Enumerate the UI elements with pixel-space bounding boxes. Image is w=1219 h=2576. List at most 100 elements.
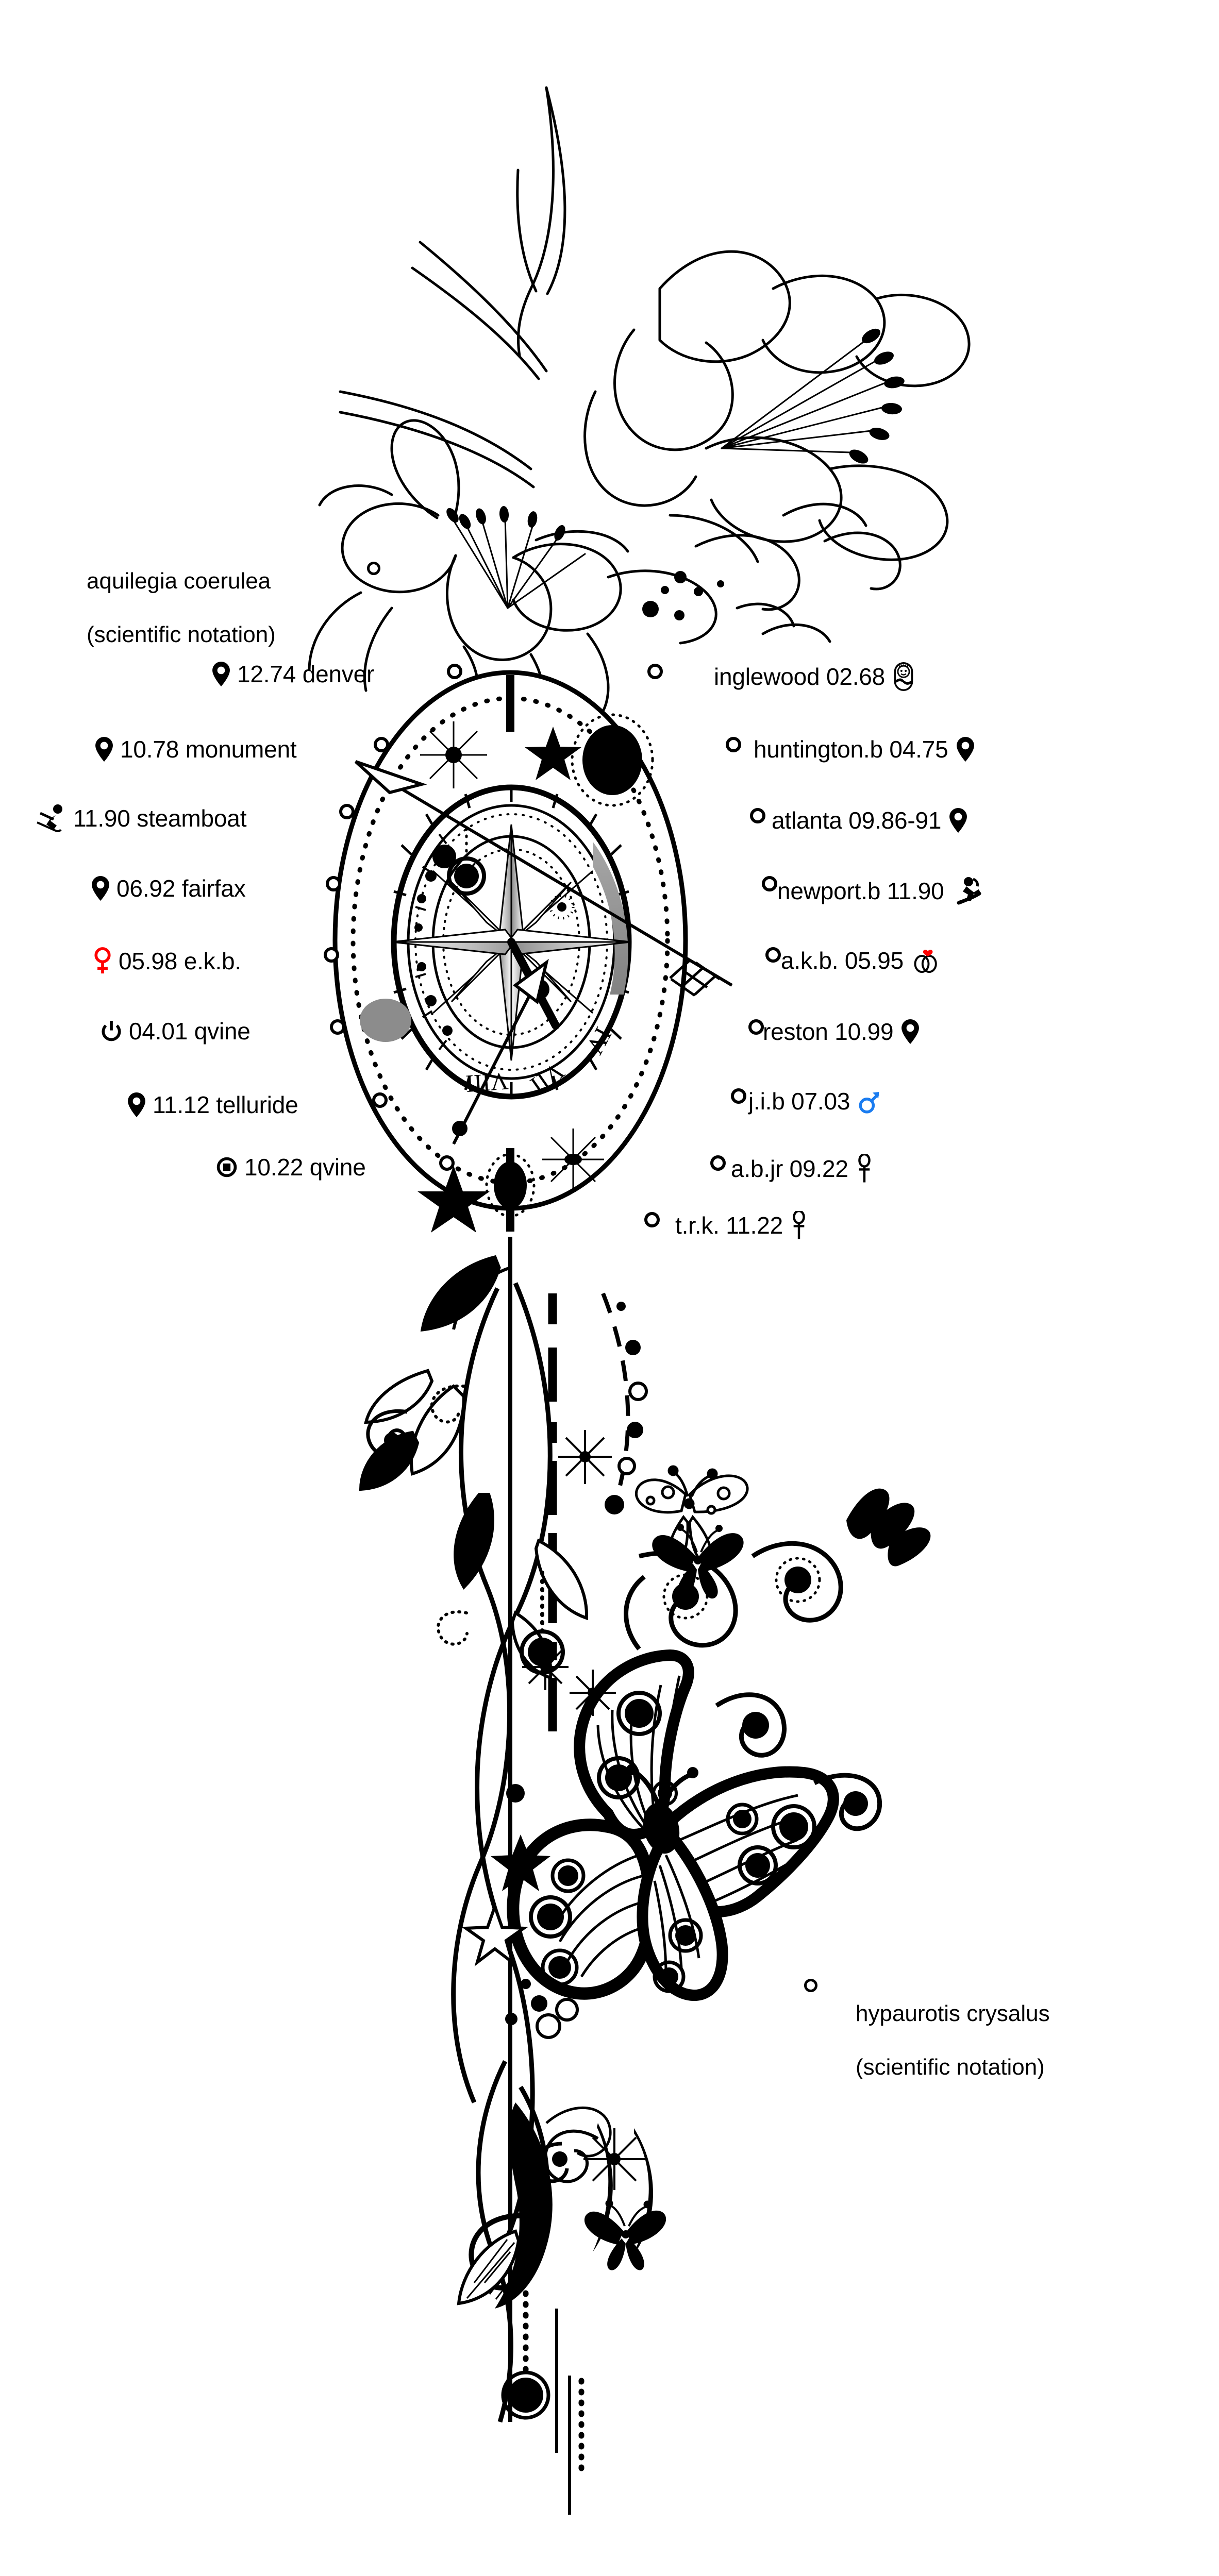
svg-text:IV: IV bbox=[580, 1023, 617, 1059]
label-atlanta[interactable]: atlanta 09.86-91 bbox=[772, 808, 967, 833]
label-inglewood-text: inglewood 02.68 bbox=[714, 663, 886, 690]
map-pin-icon bbox=[949, 808, 967, 833]
label-ekb-text: 05.98 e.k.b. bbox=[119, 948, 241, 974]
lily-ornament-dots bbox=[642, 571, 724, 620]
label-abjr[interactable]: a.b.jr 09.22 bbox=[731, 1154, 872, 1183]
anchor-ekb[interactable] bbox=[324, 947, 339, 963]
label-telluride-text: 11.12 telluride bbox=[153, 1091, 298, 1118]
arrow-pointer bbox=[354, 760, 733, 997]
label-monument[interactable]: 10.78 monument bbox=[95, 736, 297, 763]
label-huntington[interactable]: huntington.b 04.75 bbox=[754, 737, 974, 762]
label-abjr-text: a.b.jr 09.22 bbox=[731, 1155, 848, 1182]
anchor-atlanta[interactable] bbox=[750, 808, 765, 823]
stop-circle-icon bbox=[216, 1157, 237, 1177]
dial-ticks bbox=[393, 787, 629, 1097]
label-akb[interactable]: a.k.b. 05.95 bbox=[781, 947, 939, 974]
anchor-steamboat[interactable] bbox=[339, 804, 355, 819]
label-denver-text: 12.74 denver bbox=[237, 661, 375, 687]
label-jib[interactable]: j.i.b 07.03 bbox=[748, 1088, 880, 1114]
anchor-abjr[interactable] bbox=[710, 1155, 726, 1171]
label-fairfax-text: 06.92 fairfax bbox=[116, 875, 246, 902]
top-species-marker[interactable] bbox=[367, 562, 380, 575]
wedding-rings-icon bbox=[912, 947, 939, 974]
ankh-icon bbox=[791, 1211, 807, 1240]
label-akb-text: a.k.b. 05.95 bbox=[781, 947, 904, 974]
bottom-species-line1: hypaurotis crysalus bbox=[856, 2000, 1050, 2026]
power-icon bbox=[101, 1020, 122, 1042]
small-butterfly-1 bbox=[652, 1524, 744, 1600]
label-monument-text: 10.78 monument bbox=[120, 736, 297, 763]
compass-rose bbox=[391, 824, 631, 1061]
top-species-callout: aquilegia coerulea (scientific notation) bbox=[87, 541, 276, 648]
anchor-jib[interactable] bbox=[731, 1088, 746, 1104]
label-inglewood[interactable]: inglewood 02.68 bbox=[714, 662, 914, 692]
small-butterfly-2 bbox=[634, 1465, 749, 1563]
label-steamboat-text: 11.90 steamboat bbox=[73, 805, 247, 832]
lower-vine bbox=[359, 1237, 931, 2422]
map-pin-icon bbox=[212, 662, 230, 686]
anchor-qvine-0401[interactable] bbox=[330, 1019, 345, 1035]
mid-vine-motifs bbox=[461, 1564, 616, 1966]
compass-assembly: IV VII VIII bbox=[332, 670, 733, 1233]
label-newport[interactable]: newport.b 11.90 bbox=[777, 876, 982, 906]
anchor-trk[interactable] bbox=[644, 1212, 660, 1227]
map-pin-icon bbox=[901, 1019, 920, 1044]
map-pin-icon bbox=[956, 737, 974, 762]
anchor-newport[interactable] bbox=[762, 876, 777, 891]
label-fairfax[interactable]: 06.92 fairfax bbox=[92, 876, 246, 901]
dotted-ellipse-ring bbox=[350, 696, 670, 1185]
grey-disc bbox=[360, 999, 411, 1042]
dial-outer bbox=[391, 784, 632, 1100]
label-qvine-0401[interactable]: 04.01 qvine bbox=[101, 1019, 251, 1043]
label-reston-text: reston 10.99 bbox=[763, 1018, 894, 1045]
label-huntington-text: huntington.b 04.75 bbox=[754, 736, 948, 763]
anchor-inglewood[interactable] bbox=[647, 664, 663, 679]
svg-text:VIII: VIII bbox=[465, 1067, 509, 1098]
label-trk[interactable]: t.r.k. 11.22 bbox=[675, 1211, 807, 1240]
tail-butterfly bbox=[584, 2210, 666, 2270]
big-butterfly bbox=[507, 1649, 839, 2001]
venus-symbol-icon bbox=[94, 947, 111, 975]
anchor-denver[interactable] bbox=[447, 664, 462, 679]
label-telluride[interactable]: 11.12 telluride bbox=[128, 1092, 298, 1117]
label-newport-text: newport.b 11.90 bbox=[777, 878, 944, 904]
ankh-icon bbox=[857, 1154, 872, 1183]
anchor-fairfax[interactable] bbox=[326, 876, 341, 891]
map-pin-icon bbox=[95, 737, 113, 762]
anchor-monument[interactable] bbox=[374, 737, 389, 752]
anchor-telluride[interactable] bbox=[372, 1092, 388, 1108]
label-atlanta-text: atlanta 09.86-91 bbox=[772, 807, 942, 834]
mars-symbol-icon bbox=[858, 1088, 880, 1114]
label-qvine-1022[interactable]: 10.22 qvine bbox=[216, 1155, 366, 1179]
label-denver[interactable]: 12.74 denver bbox=[212, 662, 374, 686]
label-qvine-0401-text: 04.01 qvine bbox=[129, 1018, 251, 1045]
label-reston[interactable]: reston 10.99 bbox=[763, 1018, 920, 1045]
top-species-line2: (scientific notation) bbox=[87, 621, 276, 647]
skier-icon bbox=[36, 804, 66, 833]
bottom-species-callout: hypaurotis crysalus (scientific notation… bbox=[856, 1974, 1050, 2081]
clock-hands bbox=[507, 938, 560, 1030]
snowboarder-icon bbox=[953, 876, 982, 906]
inner-ring-dot bbox=[447, 856, 486, 896]
bottom-species-marker[interactable] bbox=[804, 1979, 817, 1992]
anchor-huntington[interactable] bbox=[726, 737, 741, 752]
tail-dotted-line bbox=[501, 2182, 585, 2515]
label-jib-text: j.i.b 07.03 bbox=[748, 1088, 850, 1115]
roman-numerals: IV VII VIII bbox=[465, 1023, 617, 1099]
anchor-qvine-1022[interactable] bbox=[439, 1155, 455, 1171]
grey-gradient-arc bbox=[593, 790, 628, 995]
outer-ellipse-ring bbox=[332, 670, 688, 1211]
ring-motifs bbox=[360, 713, 654, 1233]
butterfly-swirls bbox=[624, 1575, 882, 1831]
anchor-reston[interactable] bbox=[748, 1019, 764, 1035]
lily-bouquet bbox=[308, 86, 971, 724]
label-trk-text: t.r.k. 11.22 bbox=[675, 1212, 783, 1239]
label-ekb[interactable]: 05.98 e.k.b. bbox=[94, 947, 241, 975]
second-arrow bbox=[452, 958, 549, 1145]
label-qvine-1022-text: 10.22 qvine bbox=[244, 1154, 366, 1181]
label-steamboat[interactable]: 11.90 steamboat bbox=[36, 804, 246, 833]
swaddled-baby-icon bbox=[893, 662, 914, 692]
anchor-akb[interactable] bbox=[765, 947, 781, 963]
